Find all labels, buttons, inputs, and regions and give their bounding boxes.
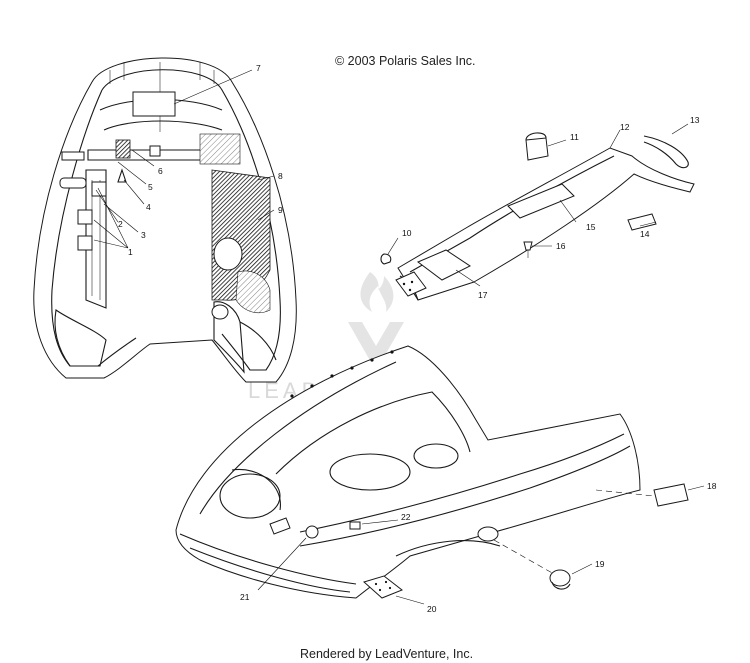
callout-7: 7 <box>256 63 261 73</box>
tunnel-cover-view <box>380 132 695 301</box>
clip-11 <box>525 137 549 161</box>
callout-2: 2 <box>118 219 123 229</box>
decal-17 <box>417 249 471 281</box>
callout-1: 1 <box>128 247 133 257</box>
insulation-9 <box>235 270 271 313</box>
callout-6: 6 <box>158 166 163 176</box>
callout-11: 11 <box>570 132 579 142</box>
callout-5: 5 <box>148 182 153 192</box>
decal-15 <box>507 183 575 219</box>
callout-15: 15 <box>586 222 596 232</box>
hood-underside-view <box>33 57 297 383</box>
callout-10: 10 <box>402 228 412 238</box>
v-mark <box>348 322 404 364</box>
grommet-21 <box>305 525 319 539</box>
callout-4: 4 <box>146 202 151 212</box>
hood-decal-7 <box>132 91 176 117</box>
callout-18: 18 <box>707 481 717 491</box>
callout-3: 3 <box>141 230 146 240</box>
hatched-pad-right <box>199 133 241 165</box>
pad-14 <box>627 213 657 231</box>
block-22 <box>349 521 361 530</box>
callout-21: 21 <box>240 592 250 602</box>
callout-labels: 1 2 3 4 5 6 7 8 9 10 11 12 13 14 15 16 1… <box>118 63 717 614</box>
edge-rivets <box>290 350 394 398</box>
wire-13 <box>643 135 689 169</box>
rivet-16 <box>523 241 533 251</box>
callout-17: 17 <box>478 290 488 300</box>
callout-22: 22 <box>401 512 411 522</box>
plate-20 <box>362 575 403 599</box>
hatched-pad-left <box>115 139 131 159</box>
pad-18 <box>653 483 689 507</box>
callout-16: 16 <box>556 241 566 251</box>
callout-8: 8 <box>278 171 283 181</box>
copyright-text: © 2003 Polaris Sales Inc. <box>335 54 476 68</box>
callout-19: 19 <box>595 559 605 569</box>
screw-10 <box>380 253 392 265</box>
callout-12: 12 <box>620 122 630 132</box>
leader-lines <box>93 69 705 605</box>
callout-13: 13 <box>690 115 700 125</box>
flame-mark <box>360 272 394 312</box>
callout-14: 14 <box>640 229 650 239</box>
plug-19 <box>549 569 571 590</box>
callout-20: 20 <box>427 604 437 614</box>
callout-9: 9 <box>278 205 283 215</box>
footer-credit: Rendered by LeadVenture, Inc. <box>300 647 473 661</box>
hood-perspective-view <box>175 345 641 599</box>
